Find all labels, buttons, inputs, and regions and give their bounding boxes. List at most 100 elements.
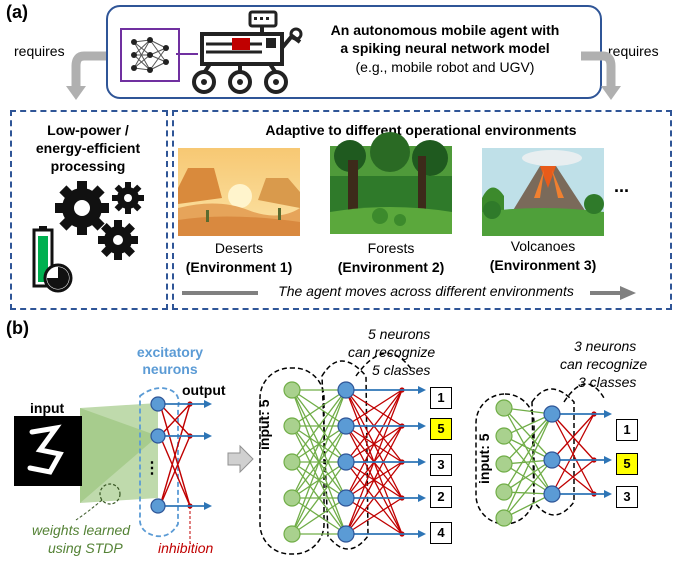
adaptive-box bbox=[172, 110, 672, 310]
input-neuron bbox=[283, 525, 301, 543]
excitatory-neuron bbox=[543, 485, 561, 503]
input-neuron bbox=[495, 483, 513, 501]
class-box: 4 bbox=[430, 522, 452, 544]
output-label: output bbox=[182, 382, 226, 398]
input5-label-b: input: 5 bbox=[476, 433, 492, 484]
more-environments-ellipsis: ... bbox=[614, 176, 630, 196]
excitatory-neuron bbox=[337, 453, 355, 471]
env3-label: (Environment 3) bbox=[489, 257, 597, 273]
input-neuron bbox=[495, 427, 513, 445]
input-neuron bbox=[495, 399, 513, 417]
env3-name: Volcanoes bbox=[510, 238, 576, 254]
excitatory-neuron bbox=[337, 381, 355, 399]
volcano-image bbox=[482, 148, 604, 236]
n5-line-3: 5 classes bbox=[372, 362, 431, 378]
output-arrowhead bbox=[604, 456, 612, 464]
requires-right-label: requires bbox=[608, 43, 659, 59]
input-neuron bbox=[495, 509, 513, 527]
inhibition-line bbox=[345, 389, 403, 499]
inhibition-line bbox=[551, 413, 595, 461]
class-box: 1 bbox=[430, 387, 452, 409]
n5-line-1: 5 neurons bbox=[368, 326, 431, 342]
power-line-2: energy-efficient bbox=[35, 140, 141, 156]
power-line-3: processing bbox=[50, 158, 126, 174]
agent-line-1: An autonomous mobile agent with bbox=[330, 22, 560, 38]
desert-image bbox=[178, 148, 300, 236]
gears-battery-icon bbox=[32, 181, 144, 293]
panel-b-label: (b) bbox=[6, 318, 29, 338]
power-line-1: Low-power / bbox=[47, 122, 129, 138]
rover-icon bbox=[192, 10, 303, 94]
synapse-line bbox=[503, 459, 553, 519]
synapse-line bbox=[291, 389, 347, 463]
synapse-line bbox=[503, 459, 553, 493]
excitatory-neuron bbox=[543, 451, 561, 469]
synapse-line bbox=[503, 413, 553, 493]
n5-line-2: can recognize bbox=[348, 344, 436, 360]
inhibition-label: inhibition bbox=[158, 540, 214, 556]
stdp-network-diagram bbox=[14, 387, 212, 544]
env1-label: (Environment 1) bbox=[185, 259, 293, 275]
input-neuron bbox=[283, 453, 301, 471]
neural-network-icon bbox=[120, 28, 180, 82]
network-5-diagram bbox=[259, 352, 426, 555]
requires-right-arrow bbox=[581, 51, 621, 100]
moves-text: The agent moves across different environ… bbox=[278, 283, 574, 299]
class-box-highlighted: 5 bbox=[616, 453, 638, 475]
inhibition-line bbox=[345, 497, 403, 535]
output-arrowhead bbox=[418, 530, 426, 538]
panel-a-label: (a) bbox=[6, 2, 28, 22]
inhibition-line bbox=[345, 425, 403, 535]
env2-label: (Environment 2) bbox=[337, 259, 445, 275]
synapse-line bbox=[291, 497, 347, 535]
env1-name: Deserts bbox=[214, 240, 264, 256]
adaptive-title: Adaptive to different operational enviro… bbox=[265, 122, 577, 138]
transition-arrow bbox=[227, 444, 254, 474]
input-neuron bbox=[283, 381, 301, 399]
output-arrowhead bbox=[418, 458, 426, 466]
excitatory-neuron bbox=[543, 405, 561, 423]
forest-image bbox=[330, 132, 452, 234]
n3-line-1: 3 neurons bbox=[574, 338, 637, 354]
neurons-ellipsis: ⋮ bbox=[144, 460, 160, 477]
synapse-line bbox=[291, 389, 347, 499]
output-arrowhead bbox=[418, 494, 426, 502]
excitatory-neuron bbox=[337, 417, 355, 435]
agent-line-2: a spiking neural network model bbox=[340, 40, 550, 56]
synapse-line bbox=[503, 407, 553, 461]
requires-left-arrow bbox=[66, 51, 106, 100]
class-box: 3 bbox=[616, 486, 638, 508]
class-box: 1 bbox=[616, 419, 638, 441]
input-label: input bbox=[30, 400, 65, 416]
synapse-line bbox=[503, 493, 553, 519]
synapse-line bbox=[503, 413, 553, 437]
synapse-line bbox=[503, 407, 553, 495]
synapse-line bbox=[503, 435, 553, 461]
synapse-line bbox=[291, 461, 347, 535]
excitatory-label-2: neurons bbox=[142, 361, 198, 377]
input-neuron bbox=[495, 455, 513, 473]
input-neuron bbox=[283, 417, 301, 435]
input-neuron bbox=[283, 489, 301, 507]
synapse-line bbox=[291, 389, 347, 427]
moves-arrow bbox=[182, 286, 636, 300]
env2-name: Forests bbox=[367, 240, 415, 256]
synapse-line bbox=[503, 413, 553, 465]
excitatory-neuron bbox=[337, 489, 355, 507]
synapse-line bbox=[291, 389, 347, 535]
weights-label-2: using STDP bbox=[48, 540, 123, 556]
inhibition-line bbox=[551, 413, 595, 495]
inhibition-line bbox=[551, 459, 595, 495]
weights-label-1: weights learned bbox=[32, 522, 131, 538]
synapse-line bbox=[503, 413, 553, 519]
class-box: 2 bbox=[430, 486, 452, 508]
n3-line-2: can recognize bbox=[560, 356, 648, 372]
synapse-line bbox=[503, 463, 553, 495]
excitatory-label-1: excitatory bbox=[136, 344, 204, 360]
class-box-highlighted: 5 bbox=[430, 418, 452, 440]
connector-line bbox=[176, 53, 198, 55]
network-3-diagram bbox=[475, 383, 612, 527]
input5-label-a: input: 5 bbox=[256, 399, 272, 450]
synapse-line bbox=[291, 425, 347, 535]
agent-box bbox=[106, 5, 602, 99]
